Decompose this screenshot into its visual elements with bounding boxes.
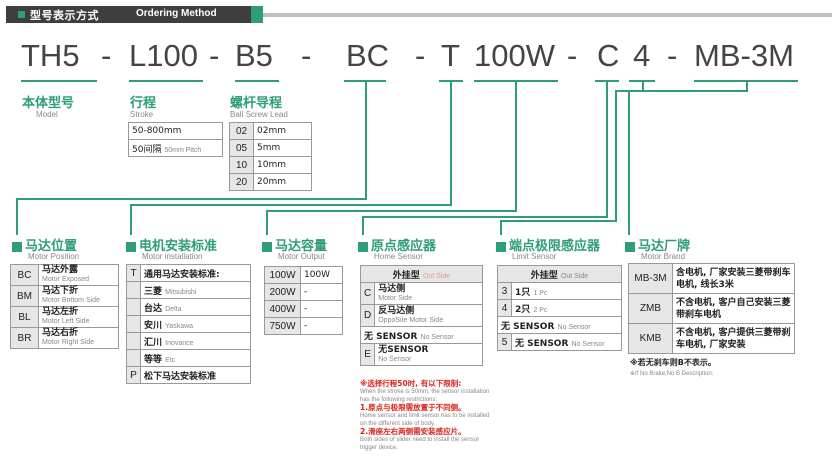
position-title-en: Motor Position <box>28 252 80 261</box>
stroke-label: 行程 <box>130 96 157 111</box>
code-dash-6: - <box>667 38 678 73</box>
underline-position <box>344 80 386 82</box>
underline-lead <box>235 80 279 82</box>
model-label: 本体型号 <box>22 96 75 111</box>
underline-brand <box>694 80 798 82</box>
table-row: 无 SENSOR No Sensor <box>497 316 622 334</box>
code-position: BC <box>346 38 390 73</box>
limit-title: 端点极限感应器 <box>496 235 600 254</box>
code-dash-3: - <box>301 38 312 73</box>
sensor-title-en: Home Sensor <box>374 252 423 261</box>
lead-label-en: Ball Screw Lead <box>230 110 288 119</box>
code-output: 100W <box>474 38 555 73</box>
table-row: 外挂型 Out Side <box>497 265 622 283</box>
stroke-table: 50-800mm 50间隔 50mm Pitch <box>128 122 223 157</box>
section-header: 型号表示方式 Ordering Method <box>6 6 832 23</box>
brand-note-cn: ※若无刹车则B不表示。 <box>630 358 716 367</box>
table-row: 200W- <box>264 283 343 301</box>
table-row: 750W- <box>264 317 343 335</box>
brand-title-en: Motor Brand <box>641 252 686 261</box>
table-row: 外挂型 Out Side <box>360 265 483 283</box>
table-row: 汇川 Inovance <box>126 332 251 350</box>
table-row: 400W- <box>264 300 343 318</box>
output-title-en: Motor Output <box>278 252 325 261</box>
brand-note-en: ※If No Brake,No B Description. <box>630 371 714 377</box>
header-title-cn: 型号表示方式 <box>30 9 99 22</box>
code-dash-5: - <box>567 38 578 73</box>
output-title: 马达容量 <box>262 235 327 254</box>
code-brand: MB-3M <box>694 38 794 73</box>
model-label-en: Model <box>36 110 58 119</box>
table-row: 无 SENSOR No Sensor <box>360 326 483 344</box>
stroke-range: 50-800mm <box>128 122 223 140</box>
stroke-pitch: 50间隔 50mm Pitch <box>128 139 223 157</box>
lead-label: 螺杆导程 <box>230 96 283 111</box>
code-limit: 4 <box>633 38 651 73</box>
code-stroke: L100 <box>129 38 198 73</box>
code-dash-4: - <box>415 38 426 73</box>
sensor-notes: ※选择行程50时, 有以下限制: When the stroke is 50mm… <box>360 379 490 452</box>
underline-installation <box>439 80 463 82</box>
header-title-en: Ordering Method <box>136 8 217 19</box>
installation-title-en: Motor installation <box>142 252 203 261</box>
underline-sensor <box>595 80 619 82</box>
position-title: 马达位置 <box>12 235 77 254</box>
installation-title: 电机安装标准 <box>126 235 217 254</box>
code-sensor: C <box>597 38 620 73</box>
brand-title: 马达厂牌 <box>625 235 690 254</box>
table-row: 安川 Yaskawa <box>126 315 251 333</box>
stroke-label-en: Stroke <box>130 110 154 119</box>
code-dash-2: - <box>209 38 220 73</box>
table-row: 三菱 Mitsubishi <box>126 281 251 299</box>
underline-stroke <box>129 80 203 82</box>
code-installation: T <box>441 38 460 73</box>
code-dash-1: - <box>101 38 112 73</box>
code-model: TH5 <box>21 38 80 73</box>
underline-model <box>21 80 97 82</box>
sensor-title: 原点感应器 <box>358 235 436 254</box>
table-row: 台达 Delta <box>126 298 251 316</box>
limit-title-en: Limit Sensor <box>512 252 557 261</box>
table-row: 等等 Etc <box>126 349 251 367</box>
underline-output <box>474 80 558 82</box>
underline-limit <box>629 80 655 82</box>
code-lead: B5 <box>235 38 273 73</box>
